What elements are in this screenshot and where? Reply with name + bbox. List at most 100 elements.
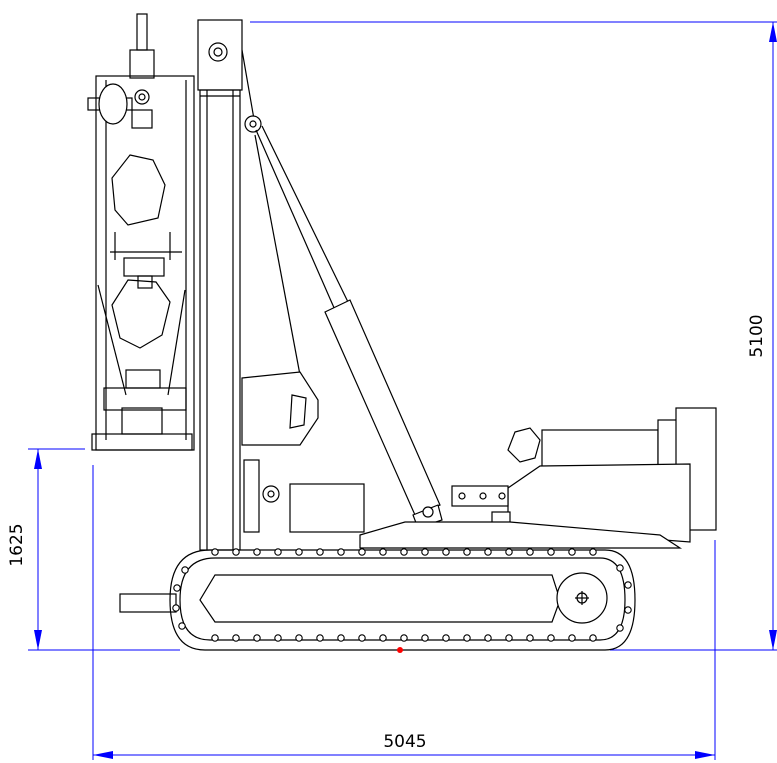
track-lug: [547, 548, 555, 556]
head-pulley-hub: [138, 93, 146, 101]
upper-weight: [111, 154, 166, 226]
track-lug: [616, 624, 624, 632]
mast-head-sheave: [208, 42, 228, 62]
track-lug: [295, 634, 303, 642]
mast-brace: [241, 49, 256, 126]
length-arrow-left: [93, 751, 113, 759]
track-lug: [568, 634, 576, 642]
track-lug: [442, 548, 450, 556]
track-lug: [421, 548, 429, 556]
track-lugs: [172, 548, 632, 642]
track-lug: [505, 548, 513, 556]
track-lug: [232, 634, 240, 642]
base-block: [103, 387, 187, 411]
cylinder-upper-pin: [244, 115, 262, 133]
track-lug: [379, 548, 387, 556]
track-frame-top: [359, 521, 683, 549]
crawler-track: [119, 548, 636, 653]
track-lug: [624, 581, 632, 589]
track-lug: [253, 548, 261, 556]
track-lug: [172, 604, 180, 612]
dimension-lines: [28, 21, 777, 760]
track-lug: [211, 634, 219, 642]
track-lug: [624, 606, 632, 614]
track-lug: [181, 566, 189, 574]
track-lug: [316, 548, 324, 556]
mid-pulley-hub: [267, 490, 275, 498]
cylinder-upper-pin-hub: [249, 120, 257, 128]
clearance-height-label: 1625: [7, 523, 27, 566]
head-block: [131, 109, 153, 129]
base-cushion: [125, 369, 161, 389]
track-lug: [178, 622, 186, 630]
fuel-cap: [507, 427, 541, 463]
track-lug: [589, 548, 597, 556]
left-strut: [97, 284, 127, 396]
height-arrow-bottom: [769, 630, 777, 650]
winch-housing: [241, 371, 319, 446]
cylinder-lower-pin: [422, 506, 434, 518]
drill-head-unit: [87, 13, 195, 451]
head-pulley: [134, 89, 150, 105]
track-lug: [616, 564, 624, 572]
engine-unit: [359, 407, 717, 549]
track-lug: [484, 548, 492, 556]
drill-rod-top: [136, 13, 148, 51]
mast-head-sheave-hub: [213, 47, 223, 57]
mast-beam: [199, 89, 241, 551]
track-lug: [211, 548, 219, 556]
overall-length-label: 5045: [383, 732, 426, 752]
support-link: [254, 134, 301, 376]
track-lug: [463, 548, 471, 556]
cylinder-barrel: [324, 299, 441, 516]
drill-rod-coupling: [129, 49, 155, 79]
track-lug: [274, 548, 282, 556]
track-lug: [337, 548, 345, 556]
track-lug: [442, 634, 450, 642]
track-lug: [253, 634, 261, 642]
track-lug: [358, 634, 366, 642]
track-lug: [400, 548, 408, 556]
track-lug: [379, 634, 387, 642]
control-box: [289, 483, 365, 533]
cylinder-rod-edge-1: [255, 129, 336, 311]
track-lug: [173, 584, 181, 592]
clearance-arrow-bottom: [34, 630, 42, 650]
mast-mid-units: [241, 371, 365, 533]
rear-stabilizer: [119, 593, 177, 613]
track-outer: [169, 549, 636, 651]
side-valve-block: [243, 459, 260, 533]
track-lug: [421, 634, 429, 642]
right-strut: [167, 289, 186, 396]
raising-cylinder: [254, 125, 443, 529]
lower-weight: [111, 279, 171, 349]
track-lug: [316, 634, 324, 642]
track-lug: [526, 548, 534, 556]
track-lug: [400, 634, 408, 642]
track-lug: [337, 634, 345, 642]
track-lug: [589, 634, 597, 642]
track-lug: [547, 634, 555, 642]
track-lug: [274, 634, 282, 642]
track-lug: [484, 634, 492, 642]
lever-1: [458, 492, 466, 500]
overall-height-label: 5100: [747, 314, 767, 357]
drill-head-base: [91, 433, 193, 451]
anvil: [121, 407, 163, 435]
track-body-panel: [199, 574, 561, 623]
height-arrow-top: [769, 22, 777, 42]
track-lug: [526, 634, 534, 642]
track-lug: [568, 548, 576, 556]
mid-pulley: [262, 485, 280, 503]
track-lug: [463, 634, 471, 642]
clearance-arrow-top: [34, 449, 42, 469]
cylinder-rod-edge-2: [261, 125, 349, 303]
head-motor: [98, 83, 128, 125]
winch-end: [289, 394, 307, 429]
track-lug: [232, 548, 240, 556]
lever-2: [479, 492, 487, 500]
length-arrow-right: [695, 751, 715, 759]
track-lug: [295, 548, 303, 556]
